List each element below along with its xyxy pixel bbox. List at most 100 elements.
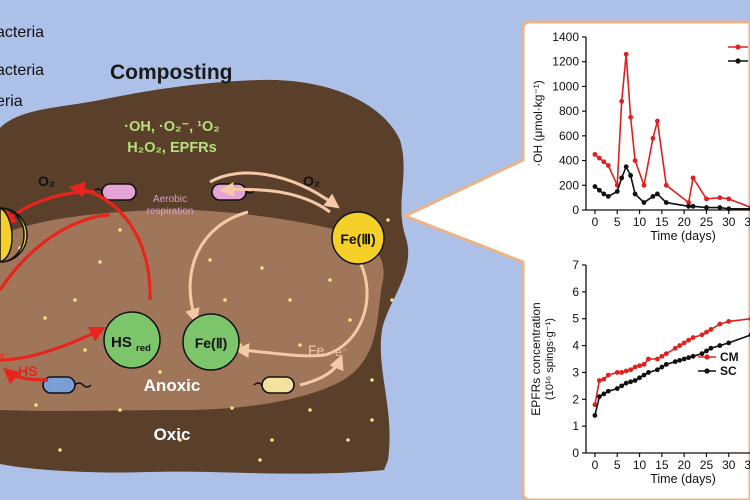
series-1-point: [663, 361, 669, 367]
x-tick-label: 20: [677, 458, 691, 472]
series-0-point: [726, 196, 732, 202]
series-1-point: [659, 364, 665, 370]
series-1-point: [641, 372, 647, 378]
series-0-point: [601, 159, 607, 165]
series-1-point: [601, 191, 607, 197]
x-tick-label: 5: [614, 458, 621, 472]
series-0-point: [690, 335, 696, 340]
series-1-point: [650, 194, 656, 199]
y-axis-label: EPFRs concentration: [529, 302, 543, 415]
legend-1-marker: [735, 58, 741, 64]
oh-chart: 020040060080010001200140005101520253035T…: [531, 30, 750, 243]
series-1-point: [619, 175, 625, 181]
series-1-point: [605, 194, 611, 199]
red-cycle-arrows: [0, 181, 152, 385]
y-tick-label: 600: [559, 129, 579, 143]
y-tick-label: 800: [559, 104, 579, 118]
series-0-point: [726, 319, 732, 324]
oxic-label: Oxic: [154, 425, 191, 444]
series-0-point: [614, 370, 620, 375]
y-tick-label: 5: [572, 312, 579, 326]
series-0-point: [704, 196, 709, 202]
series-1-point: [646, 370, 651, 375]
x-tick-label: 30: [722, 458, 736, 472]
x-axis-label: Time (days): [650, 472, 716, 486]
y-tick-label: 1000: [552, 79, 579, 93]
series-0-point: [681, 340, 687, 346]
ros-line-1: ·OH, ·O₂⁻, ¹O₂: [124, 119, 219, 135]
series-0-point: [663, 351, 669, 357]
series-1-point: [632, 378, 638, 383]
x-tick-label: 5: [614, 215, 621, 229]
x-tick-label: 0: [592, 458, 599, 472]
series-0-point: [605, 372, 611, 378]
series-0-point: [717, 195, 723, 201]
series-1-point: [677, 357, 683, 363]
series-1-point: [726, 206, 732, 212]
legend-line-3: eria: [0, 93, 23, 110]
x-tick-label: 25: [700, 215, 714, 229]
fe2-node: Fe(Ⅱ): [182, 313, 240, 371]
series-1-point: [663, 200, 669, 205]
series-1-point: [704, 348, 709, 354]
fe2-label: Fe(Ⅱ): [195, 335, 228, 351]
x-tick-label: 10: [633, 215, 647, 229]
series-1-point: [619, 383, 625, 389]
hs-red-label: HS: [111, 334, 132, 351]
diagram-title: Composting: [110, 61, 232, 84]
series-1-point: [717, 343, 723, 348]
epfrs-chart: 0123456705101520253035Time (days)EPFRs c…: [529, 258, 750, 486]
series-0-point: [704, 329, 709, 335]
fe-right-label: Fe: [308, 342, 325, 358]
y-tick-label: 7: [572, 258, 579, 272]
series-1-point: [614, 386, 620, 391]
series-1-point: [654, 191, 660, 197]
series-0-point: [686, 200, 692, 205]
bacterium-blue: [42, 376, 92, 394]
y-tick-label: 1400: [552, 30, 579, 44]
series-1-point: [637, 375, 642, 381]
e-right-label: e⁻: [335, 345, 348, 359]
y-tick-label: 3: [572, 365, 579, 379]
series-0-point: [659, 353, 665, 359]
legend-0-marker: [735, 44, 741, 50]
series-1-point: [601, 391, 607, 397]
x-tick-label: 25: [700, 458, 714, 472]
series-1-point: [681, 356, 687, 362]
fe3-label: Fe(Ⅲ): [340, 231, 375, 247]
series-1-point: [690, 203, 696, 209]
legend-0-label: CM: [720, 350, 739, 364]
series-1-point: [708, 345, 714, 351]
series-1-point: [686, 355, 692, 361]
x-tick-label: 15: [655, 458, 669, 472]
x-tick-label: 15: [655, 215, 669, 229]
series-0-point: [623, 51, 629, 57]
y-axis-label-units: (10¹⁶ spings·g⁻¹): [544, 318, 556, 400]
series-1-point: [592, 413, 598, 418]
series-0-point: [646, 356, 651, 362]
series-1-point: [641, 200, 647, 205]
soil-speckles: [18, 218, 394, 462]
fe3-node: Fe(Ⅲ): [331, 211, 385, 265]
series-0-point: [637, 363, 642, 369]
series-1-point: [717, 205, 723, 210]
series-1-point: [623, 164, 629, 170]
series-0-point: [663, 182, 669, 188]
y-tick-label: 1: [572, 419, 579, 433]
x-tick-label: 0: [592, 215, 599, 229]
series-0-point: [641, 361, 647, 367]
series-0-point: [605, 163, 611, 168]
series-0-point: [619, 370, 625, 375]
series-1-point: [704, 205, 709, 210]
series-0-point: [677, 343, 683, 348]
pale-cycle-arrows: [185, 171, 369, 387]
o2-left-label: O₂: [38, 173, 55, 189]
series-0-point: [690, 175, 696, 181]
callout-panel: [401, 20, 750, 500]
series-1-point: [605, 388, 611, 394]
legend-1-label: SC: [720, 364, 737, 378]
x-tick-label: 35: [744, 215, 750, 229]
x-axis-label: Time (days): [650, 229, 716, 243]
